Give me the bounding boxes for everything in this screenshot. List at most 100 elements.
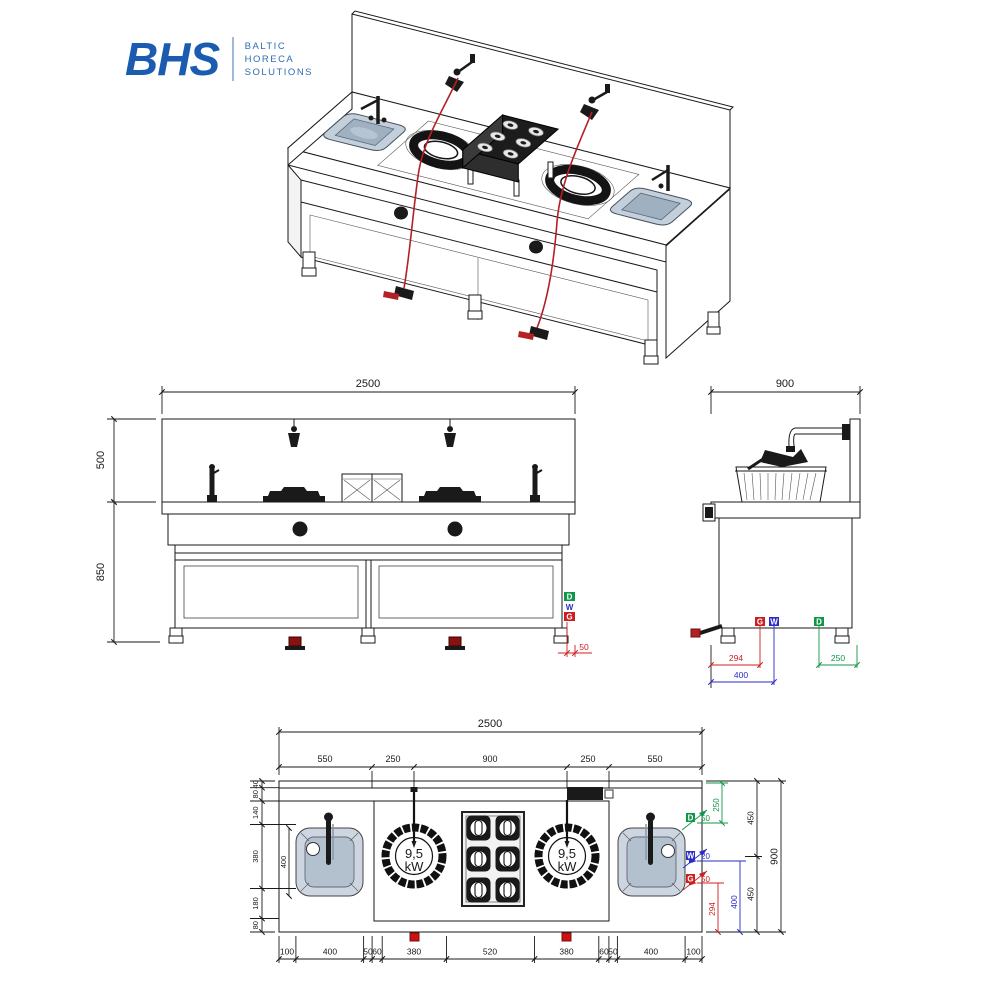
- side-water-label: W: [770, 618, 778, 627]
- plan-wok2-power-line2: kW: [558, 859, 578, 874]
- side-counter: [710, 501, 861, 519]
- side-connection-labels: G W D: [755, 617, 824, 627]
- iso-wok-recess: [377, 120, 640, 220]
- plan-pedal-2: [561, 932, 572, 942]
- plan-water-size-value: 20: [701, 852, 710, 861]
- side-basket: [735, 449, 827, 503]
- front-dimensions: 2500 500 850: [95, 378, 579, 646]
- plan-top-seg: 550: [317, 754, 332, 764]
- front-width-value: 2500: [356, 378, 380, 390]
- plan-bottom-seg: 520: [483, 947, 497, 957]
- plan-gas-offset-value: 294: [708, 902, 717, 916]
- iso-gas-hose-1: [403, 77, 459, 289]
- front-legs: [168, 627, 569, 644]
- front-sink-tap-2: [530, 464, 543, 502]
- front-backsplash-height-value: 500: [95, 451, 107, 469]
- front-pot-filler-1: [288, 419, 300, 447]
- front-gas-offset-value: 50: [579, 642, 589, 652]
- plan-bottom-seg: 100: [280, 947, 294, 957]
- logo-line2: HORECA: [244, 53, 295, 65]
- front-elevation: D W G 50 2500 5: [95, 378, 592, 657]
- side-depth-value: 900: [776, 378, 794, 390]
- plan-burner-block: [461, 811, 525, 907]
- plan-left-seg: 80: [251, 921, 260, 929]
- plan-top-seg: 250: [385, 754, 400, 764]
- plan-bottom-seg: 50: [608, 947, 618, 957]
- front-pedal-2: [445, 636, 465, 650]
- iso-left-sink: [323, 113, 406, 152]
- front-knob-2: [447, 521, 463, 537]
- front-water-label: W: [566, 603, 574, 612]
- side-faucet: [786, 424, 850, 452]
- iso-left-faucet: [360, 96, 387, 124]
- front-gas-offset-dim: 50: [558, 622, 592, 657]
- plan-bottom-seg: 60: [599, 947, 609, 957]
- iso-pedal-2: [518, 326, 549, 340]
- logo-abbr: BHS: [125, 33, 220, 85]
- logo-line3: SOLUTIONS: [244, 66, 314, 78]
- plan-left-seg: 180: [251, 897, 260, 910]
- plan-top-dimensions: 2500 550 250 900 250 550: [275, 718, 706, 788]
- front-body-height-value: 850: [95, 563, 107, 581]
- iso-right-faucet: [651, 165, 670, 191]
- front-control-panel: [167, 513, 570, 546]
- plan-right-sink: [617, 812, 686, 897]
- side-backsplash: [849, 418, 861, 503]
- side-gas-offset-value: 294: [729, 653, 743, 663]
- plan-bottom-seg: 100: [686, 947, 700, 957]
- iso-cabinet-left: [287, 163, 302, 259]
- side-water-offset-value: 400: [734, 670, 748, 680]
- plan-control-box-switch: [604, 789, 614, 799]
- iso-legs: [301, 251, 721, 365]
- isometric-view: [286, 10, 734, 365]
- iso-knob-right: [529, 240, 543, 254]
- plan-drain-letter: D: [688, 814, 694, 823]
- front-pot-filler-2: [444, 419, 456, 447]
- plan-gas-letter: G: [687, 875, 693, 884]
- front-counter: [161, 501, 576, 515]
- plan-wok-1: 9,5 kW: [381, 787, 447, 889]
- front-sink-tap-1: [207, 464, 220, 502]
- plan-wok-recess: [373, 800, 610, 922]
- iso-right-sink: [609, 187, 693, 226]
- iso-pedal-1: [383, 286, 414, 300]
- plan-wok2-power-line1: 9,5: [558, 846, 576, 861]
- plan-water-offset-value: 400: [730, 895, 739, 909]
- bhs-logo: BHS BALTIC HORECA SOLUTIONS: [125, 36, 313, 82]
- side-pedal: [690, 624, 723, 638]
- side-dimensions: 900 294 400 250: [707, 378, 864, 688]
- plan-bottom-seg: 400: [644, 947, 658, 957]
- plan-half-top-value: 450: [747, 811, 756, 825]
- plan-half-bottom-value: 450: [747, 887, 756, 901]
- side-cabinet: [718, 517, 853, 629]
- plan-water-letter: W: [687, 852, 695, 861]
- plan-sink-dim-value: 400: [279, 856, 288, 869]
- plan-gas-size-value: 50: [701, 875, 710, 884]
- plan-top-seg: 250: [580, 754, 595, 764]
- plan-left-sink: [295, 812, 364, 897]
- plan-left-dimensions: 40 80 140 380 180 80 400: [250, 777, 374, 936]
- iso-cabinet-right: [665, 187, 731, 360]
- side-legs: [720, 627, 850, 644]
- plan-bottom-dimensions: 100 400 50 60 380 520 380 60 50 400 100: [275, 936, 706, 963]
- front-wok-1: [263, 487, 325, 502]
- iso-gas-hose-2: [536, 111, 593, 329]
- iso-burner-block: [461, 113, 560, 197]
- side-gas-label: G: [757, 618, 763, 627]
- plan-bottom-seg: 380: [407, 947, 421, 957]
- front-burner-block: [341, 473, 403, 503]
- plan-wok1-power-line1: 9,5: [405, 846, 423, 861]
- plan-wok1-power-line2: kW: [405, 859, 425, 874]
- logo-divider: [232, 37, 234, 81]
- plan-bottom-seg: 400: [323, 947, 337, 957]
- plan-drain-offset-value: 250: [712, 798, 721, 812]
- plan-pedal-1: [409, 932, 420, 942]
- plan-control-box: [567, 787, 603, 800]
- plan-view: 9,5 kW 9,5 kW: [250, 718, 786, 963]
- plan-total-depth-value: 900: [770, 848, 781, 865]
- iso-pot-filler-2: [580, 84, 610, 120]
- front-knob-1: [292, 521, 308, 537]
- side-drain-label: D: [816, 618, 822, 627]
- iso-knob-left: [394, 206, 408, 220]
